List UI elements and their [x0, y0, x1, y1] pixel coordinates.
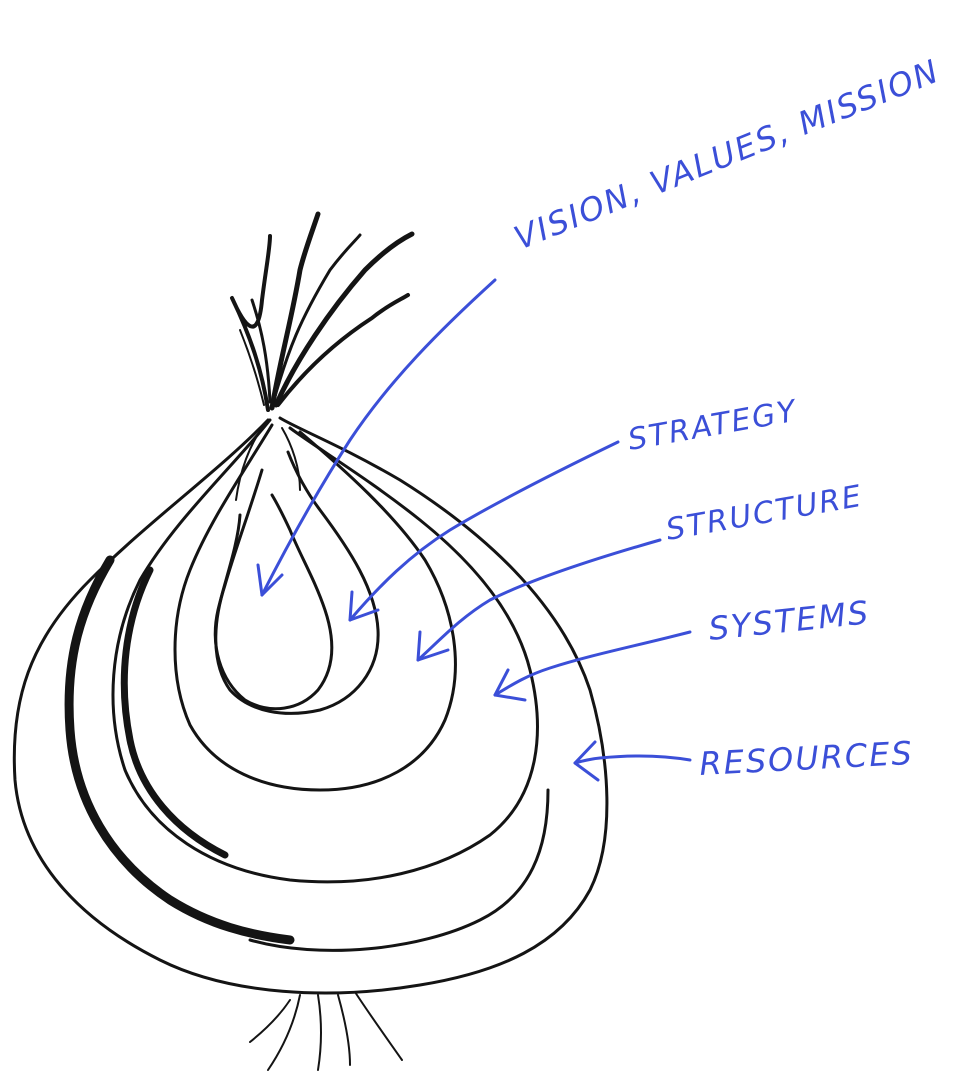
annotation-labels: VISION, VALUES, MISSION STRATEGY STRUCTU…	[509, 52, 945, 783]
layer-resources-shadow	[69, 560, 290, 940]
layer-core-outline	[215, 495, 331, 709]
onion-roots	[250, 992, 402, 1070]
onion-top-leaves	[232, 214, 412, 410]
label-vision: VISION, VALUES, MISSION	[509, 52, 945, 258]
layer-systems-shadow	[124, 570, 225, 855]
label-systems: SYSTEMS	[707, 593, 872, 648]
arrow-strategy	[350, 442, 618, 620]
onion-sketch	[14, 214, 607, 1070]
arrow-systems	[495, 632, 690, 695]
layer-strategy-outline	[216, 452, 378, 713]
arrow-resources	[575, 756, 690, 763]
label-structure: STRUCTURE	[663, 479, 865, 548]
label-resources: RESOURCES	[698, 734, 914, 783]
label-strategy: STRATEGY	[625, 394, 801, 458]
layer-systems-outline	[113, 420, 537, 882]
